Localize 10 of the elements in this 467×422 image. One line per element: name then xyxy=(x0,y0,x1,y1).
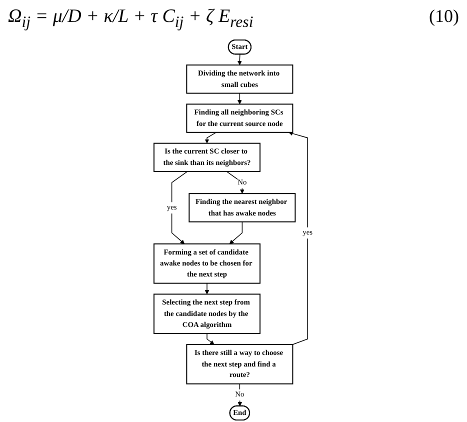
equation: Ω$_{ij}$ = μ/D + κ/L + τ C$_{ij}$ + ζ E$_{resi}$ xyxy=(8,6,254,32)
arrow xyxy=(205,132,217,144)
arrow xyxy=(230,221,243,244)
arrow xyxy=(238,92,242,104)
arrow xyxy=(238,54,242,66)
arrow xyxy=(288,131,308,345)
arrow xyxy=(205,282,210,294)
arrow xyxy=(206,333,215,345)
arrow xyxy=(172,171,188,244)
equation-number: (10) xyxy=(429,6,459,27)
